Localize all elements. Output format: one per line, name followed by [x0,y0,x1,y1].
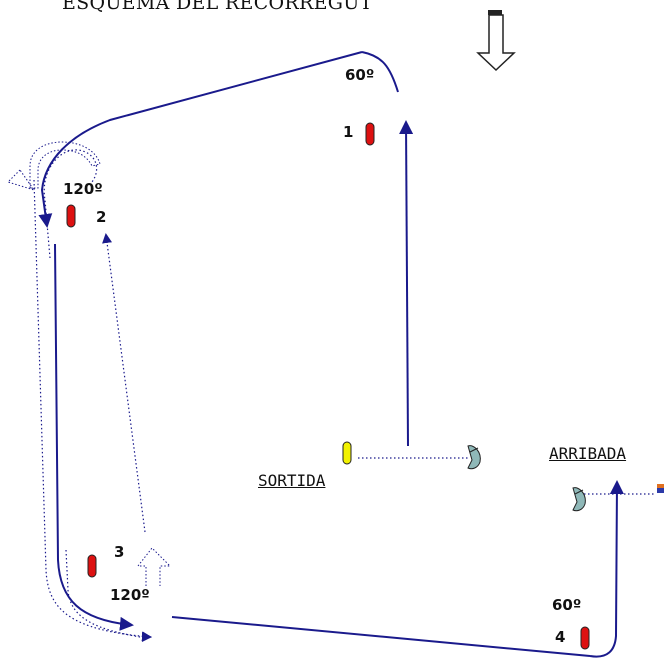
mark-number-4: 4 [555,628,566,646]
mark-number-1: 1 [343,123,354,141]
course-route [38,51,624,658]
leg-mark4-to-finish [589,480,624,658]
mark-1 [365,122,375,146]
dotted-rounding-mark2 [43,149,98,259]
dotted-leg-mark3-to-mark2 [102,233,146,533]
leg-mark2-to-mark3 [54,243,134,631]
angle-label-mark4: 60º [552,596,582,614]
dotted-lap-extra [65,549,141,638]
course-route-dotted [33,149,656,642]
finish-flag-icon [657,484,664,493]
angle-label-mark2: 120º [63,180,103,198]
mark-2 [66,204,76,228]
finish-label: ARRIBADA [549,444,627,463]
leg-mark1-to-mark2 [38,51,363,228]
wind-direction-arrow-icon [476,10,516,72]
start-buoy [342,441,352,465]
dotted-leg-mark2-to-mark3 [33,179,152,642]
committee-boat-icon [572,487,586,512]
mark-number-2: 2 [96,208,107,226]
angle-label-mark1: 60º [345,66,375,84]
start-label: SORTIDA [258,471,326,490]
mark-4 [580,626,590,650]
leg-mark3-to-mark4 [171,616,591,657]
mark-3 [87,554,97,578]
leg-start-to-mark1 [399,120,414,447]
rounding-mark1 [361,51,399,93]
diagram-title: ESQUEMA DEL RECORREGUT [62,0,373,14]
angle-label-mark3: 120º [110,586,150,604]
rounding-arrow-icon-mark3 [136,547,172,586]
rounding-arrow-icon-mark2 [7,141,101,191]
mark-number-3: 3 [114,543,125,561]
committee-boat-icon [467,445,481,470]
